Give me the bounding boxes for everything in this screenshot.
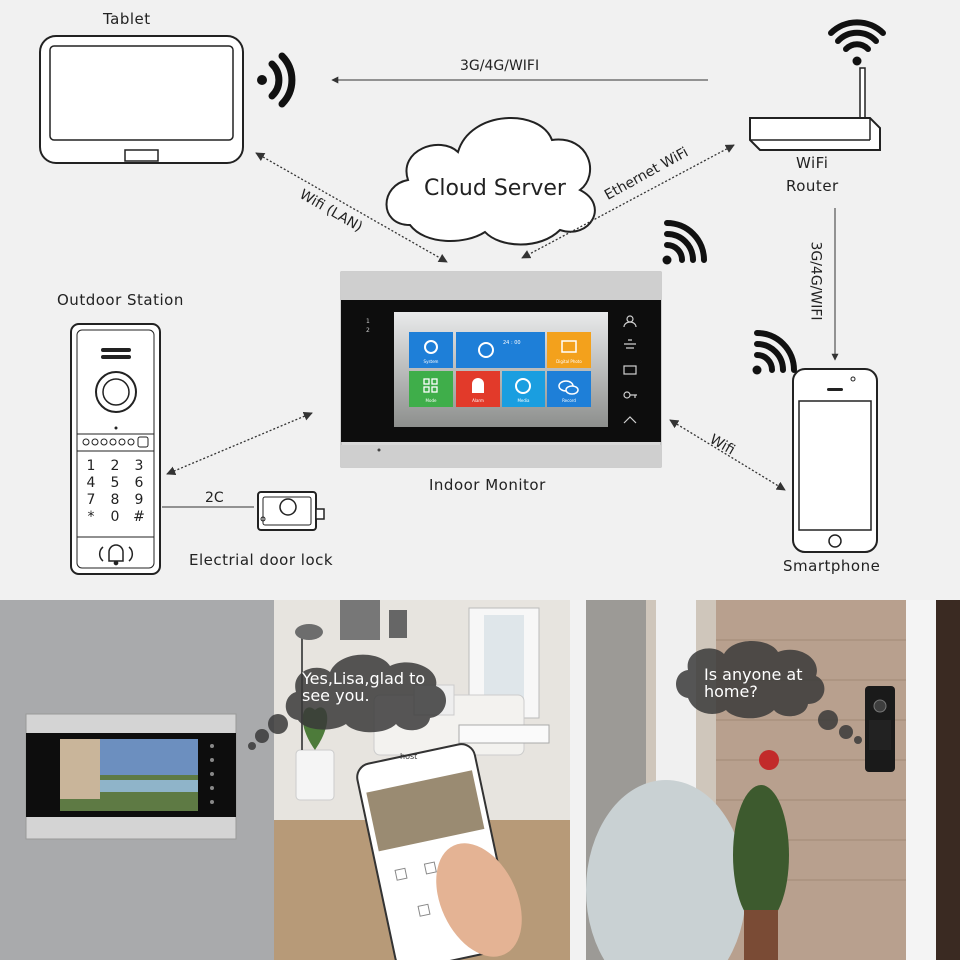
speech-bubbles	[248, 641, 862, 750]
link-monitor-phone	[669, 419, 786, 491]
indoor-monitor-label: Indoor Monitor	[429, 476, 546, 494]
link-monitor-tablet	[255, 152, 448, 263]
keypad-key: 7	[86, 492, 96, 508]
wall-monitor-graphic	[25, 713, 237, 840]
keypad-key: 1	[86, 458, 96, 474]
tile-caption: System	[423, 359, 439, 364]
reply-bubble	[248, 654, 447, 750]
monitor-screen-tiles	[409, 332, 591, 407]
keypad-key: 6	[134, 475, 144, 491]
router-wifi-icon	[828, 19, 886, 66]
keypad-key: 8	[110, 492, 120, 508]
router-phone-link-label: 3G/4G/WIFI	[807, 241, 824, 321]
doorbell-icon	[98, 544, 134, 566]
living-room-graphic	[274, 600, 570, 960]
keypad-key: 2	[110, 458, 120, 474]
front-door-panel	[586, 600, 960, 960]
link-router-monitor	[521, 144, 735, 259]
tablet-device	[39, 35, 244, 164]
link-monitor-station	[166, 411, 313, 476]
keypad-key: 5	[110, 475, 120, 491]
keypad-key: 9	[134, 492, 144, 508]
tile-caption: Media	[517, 398, 530, 403]
keypad-key: 4	[86, 475, 96, 491]
tile-caption: 24 : 00	[503, 340, 521, 346]
tile-media	[502, 371, 545, 407]
phone-wifi-icon	[752, 330, 797, 375]
system-diagram: Tablet WiFi Router Cloud Server Outdoor …	[39, 10, 886, 575]
app-header-label: host	[400, 752, 418, 761]
visitor-bubble-text: Is anyone at home?	[704, 665, 803, 701]
tile-system	[409, 332, 453, 368]
door-lock-device	[257, 491, 325, 531]
monitor-side-buttons	[623, 315, 637, 424]
visitor-bubble	[676, 641, 862, 744]
living-room-panel	[274, 600, 570, 960]
smartphone-device	[792, 368, 878, 553]
tablet-label: Tablet	[103, 10, 151, 28]
keypad-key: #	[133, 509, 145, 525]
router-label-line1: WiFi	[796, 154, 829, 172]
router-label-line2: Router	[786, 177, 839, 195]
tile-clock	[456, 332, 545, 368]
reply-bubble-text: Yes,Lisa,glad to see you.	[302, 669, 426, 705]
smartphone-label: Smartphone	[783, 557, 881, 575]
wall-monitor-panel	[0, 600, 274, 960]
tile-photo	[547, 332, 591, 368]
wifi-signal-icon	[257, 52, 296, 108]
door-lock-label: Electrial door lock	[189, 551, 334, 569]
router-tablet-link-label: 3G/4G/WIFI	[460, 58, 540, 74]
keypad-key: 0	[110, 509, 120, 525]
outdoor-station-device	[70, 323, 161, 575]
cloud-server-label: Cloud Server	[424, 176, 566, 201]
monitor-wifi-icon	[662, 220, 707, 265]
monitor-side-number: 2	[366, 327, 370, 334]
tile-caption: Digital Photo	[556, 359, 582, 364]
monitor-side-number: 1	[366, 318, 370, 325]
keypad-key: *	[87, 509, 95, 525]
usage-scene: Yes,Lisa,glad to see you. Is anyone at h…	[0, 600, 960, 960]
tile-caption: Alarm	[472, 398, 484, 403]
tile-caption: Mode	[425, 398, 437, 403]
tile-mode	[409, 371, 453, 407]
station-lock-link-label: 2C	[205, 490, 224, 506]
keypad: 1 2 3 4 5 6 7 8 9 * 0 #	[79, 458, 151, 525]
keypad-key: 3	[134, 458, 144, 474]
tile-caption: Record	[562, 398, 576, 403]
diagram-graphics	[39, 19, 886, 575]
wifi-router-device	[749, 67, 881, 151]
outdoor-station-label: Outdoor Station	[57, 291, 184, 309]
indoor-monitor-device	[340, 271, 662, 468]
